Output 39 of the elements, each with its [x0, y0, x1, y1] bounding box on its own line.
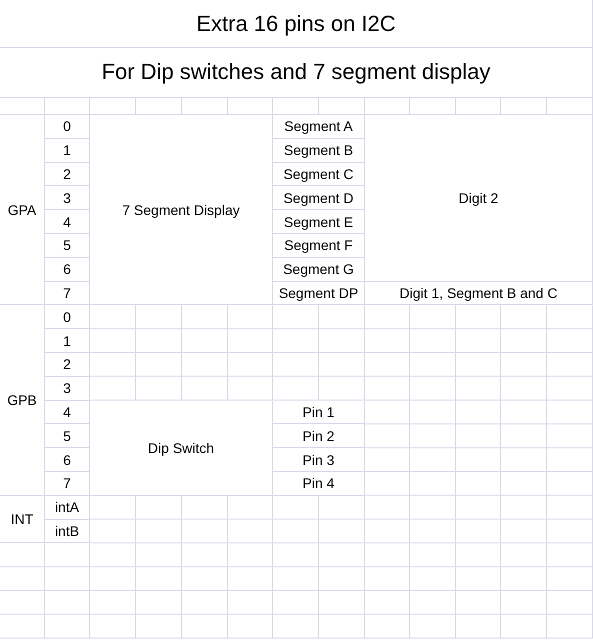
pin-number: 2 [63, 166, 71, 182]
pin-number: 1 [63, 142, 71, 158]
subtitle: For Dip switches and 7 segment display [102, 59, 490, 86]
pin-function: Segment F [284, 237, 353, 254]
pin-number: 3 [63, 190, 71, 206]
pin-function: Segment C [283, 166, 354, 182]
device-label: Digit 2 [458, 190, 498, 206]
pin-function: Pin 3 [302, 452, 334, 468]
device-label: Dip Switch [148, 440, 214, 456]
pin-number: 6 [63, 452, 71, 468]
pin-function: Pin 2 [302, 428, 334, 444]
device-label: 7 Segment Display [122, 202, 240, 218]
pin-number: 4 [63, 404, 71, 420]
pin-number: 5 [63, 237, 71, 254]
pin-number: 1 [63, 332, 71, 349]
pin-function: Segment DP [278, 284, 358, 301]
pin-function: Segment B [284, 142, 354, 158]
pin-number: 5 [63, 428, 71, 444]
port-label: GPA [8, 202, 36, 218]
pin-number: 7 [63, 475, 71, 492]
pin-function: Digit 1, Segment B and C [400, 284, 558, 301]
pin-number: 0 [63, 118, 71, 134]
title: Extra 16 pins on I2C [196, 10, 396, 36]
pin-number: 4 [63, 214, 71, 230]
pin-function: Pin 1 [302, 404, 334, 420]
port-label: GPB [7, 392, 37, 408]
port-label: INT [10, 511, 34, 528]
pin-function: Segment E [284, 214, 354, 230]
pin-function: Segment D [283, 190, 354, 206]
pin-function: Pin 4 [302, 475, 334, 492]
pin-number: 3 [63, 380, 71, 396]
pin-function: Segment G [283, 261, 354, 278]
pin-number: 2 [63, 356, 71, 372]
pin-number: intA [54, 499, 80, 516]
pin-number: 6 [63, 261, 71, 278]
pin-function: Segment A [284, 118, 353, 134]
pin-number: 0 [63, 308, 71, 325]
pin-number: intB [54, 522, 80, 539]
pin-number: 7 [63, 284, 71, 301]
